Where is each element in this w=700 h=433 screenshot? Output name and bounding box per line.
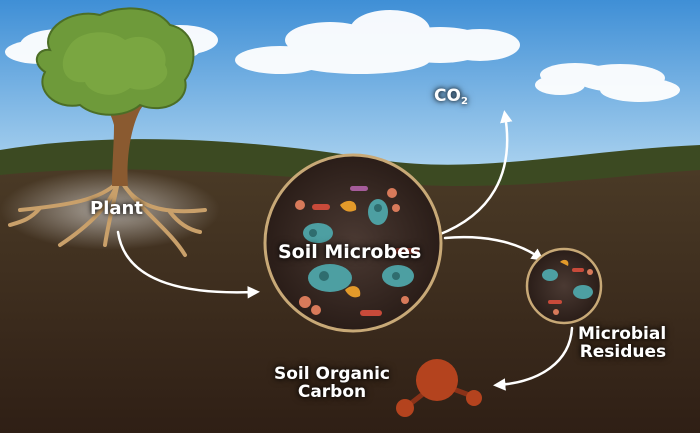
clouds [5, 10, 680, 102]
microbial-residues-line-2: Residues [579, 341, 667, 362]
co2-label-subscript: 2 [460, 96, 468, 107]
co2-label-main: CO [434, 86, 461, 106]
cloud-right [535, 63, 680, 102]
arrow-plant-to-microbes [116, 230, 260, 299]
carbon-molecule [396, 359, 482, 417]
soil-organic-carbon-line-2: Carbon [297, 381, 367, 402]
soil-organic-carbon-line-1: Soil Organic [274, 364, 390, 384]
tree-foliage [35, 7, 195, 116]
microbial-residues-circle [525, 247, 603, 325]
co2-label: CO2 [434, 86, 468, 108]
roots [8, 180, 207, 257]
microbial-residues-label: Microbial Residues [578, 324, 667, 362]
arrow-microbes-to-residues [443, 235, 545, 261]
arrow-residues-to-carbon [493, 326, 574, 391]
soil-microbes-label: Soil Microbes [278, 241, 422, 263]
soil-microbes-circle [263, 153, 443, 333]
arrow-microbes-to-co2 [436, 110, 513, 237]
plant-label: Plant [90, 198, 143, 219]
flow-arrows [116, 110, 574, 391]
microbial-residues-line-1: Microbial [578, 324, 667, 344]
soil-organic-carbon-label: Soil Organic Carbon [274, 364, 390, 402]
cloud-middle [235, 10, 520, 74]
